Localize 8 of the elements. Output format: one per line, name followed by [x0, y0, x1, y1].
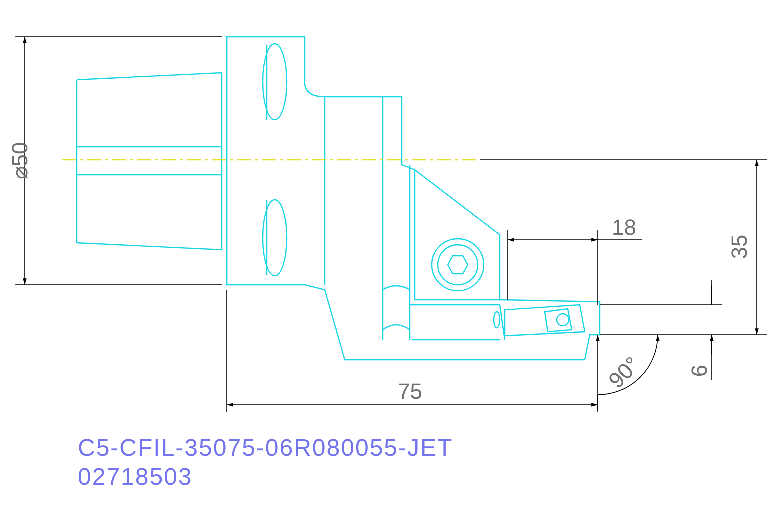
part-code: C5-CFIL-35075-06R080055-JET	[78, 437, 454, 461]
angle-value: 90°	[605, 353, 644, 393]
dimension-value: 75	[398, 381, 422, 403]
dimension-value: 35	[729, 234, 752, 260]
dimension-value: ⌀50	[10, 142, 32, 180]
dimension-value: 6	[689, 364, 712, 378]
part-number: 02718503	[78, 466, 193, 490]
dimension-value: 18	[612, 217, 636, 239]
